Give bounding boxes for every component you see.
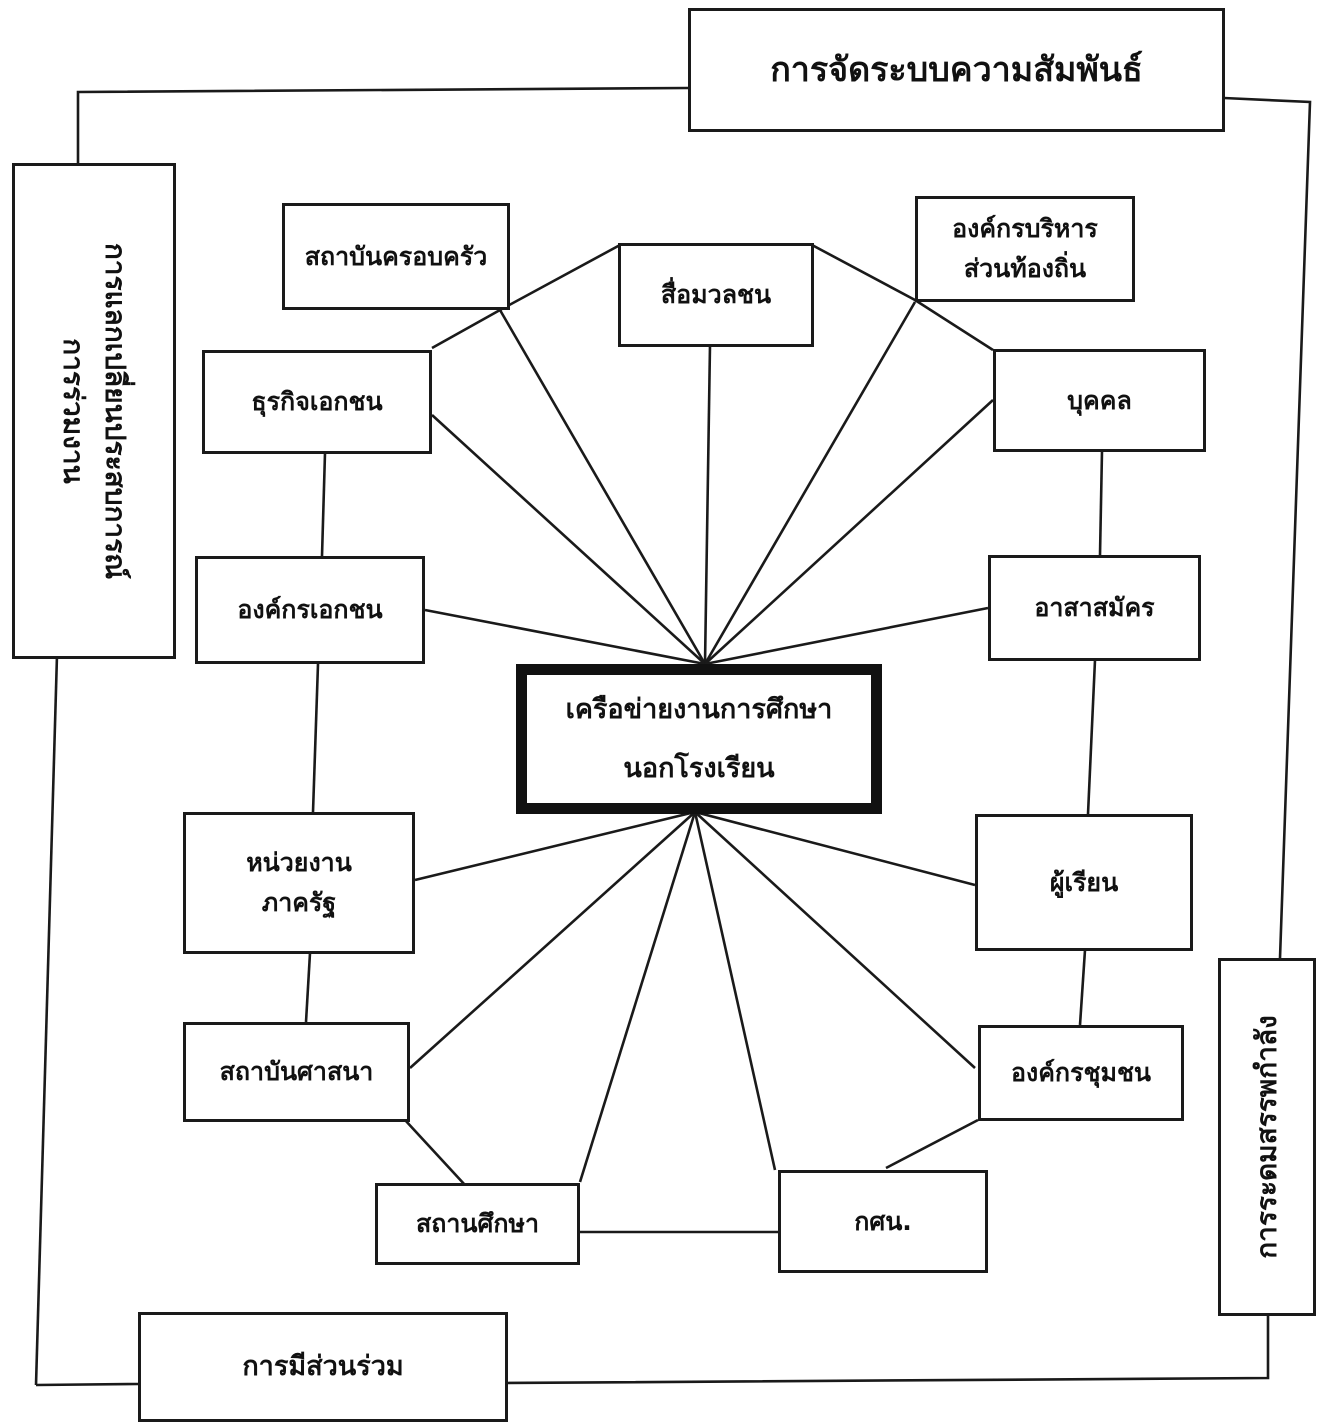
node-individual: บุคคล <box>993 349 1206 452</box>
ring-left-4 <box>404 1119 466 1186</box>
node-school: สถานศึกษา <box>375 1183 580 1265</box>
node-mass-media-label: สื่อมวลชน <box>660 280 772 309</box>
link-center-school <box>578 811 697 1183</box>
ring-left-1 <box>320 452 327 557</box>
ring-right-2 <box>1086 659 1097 815</box>
node-religious-institution: สถาบันศาสนา <box>183 1022 410 1122</box>
node-local-admin: องค์กรบริหาร ส่วนท้องถิ่น <box>915 196 1135 302</box>
node-family-institution-label: สถาบันครอบครัว <box>304 241 488 271</box>
node-local-admin-line1: องค์กรบริหาร <box>952 214 1098 243</box>
link-center-religious <box>409 811 696 1069</box>
node-nfe-office: กศน. <box>778 1170 988 1273</box>
node-learner-label: ผู้เรียน <box>1049 867 1119 897</box>
frame-line-bottom-left <box>35 1382 139 1387</box>
node-volunteer-label: อาสาสมัคร <box>1034 593 1155 622</box>
frame-label-left-text: การแลกเปลี่ยนประสบการณ์ การร่วมงาน <box>52 243 136 579</box>
frame-label-top-text: การจัดระบบความสัมพันธ์ <box>770 49 1143 90</box>
ring-right-4 <box>885 1118 979 1170</box>
center-hub-line2: นอกโรงเรียน <box>623 753 775 784</box>
link-volunteer-center <box>704 606 989 666</box>
node-private-org: องค์กรเอกชน <box>195 556 425 664</box>
frame-line-bottom-right <box>505 1312 1270 1385</box>
ring-right-1 <box>1098 450 1104 556</box>
link-family-center <box>498 309 707 665</box>
link-privateorg-center <box>424 608 706 666</box>
node-community-org: องค์กรชุมชน <box>978 1025 1184 1121</box>
frame-label-bottom: การมีส่วนร่วม <box>138 1312 508 1422</box>
frame-label-right-line1: การระดมสรรพกำลัง <box>1250 1015 1284 1259</box>
link-individual-center <box>704 399 994 665</box>
node-private-org-label: องค์กรเอกชน <box>237 595 383 624</box>
node-individual-label: บุคคล <box>1067 385 1132 415</box>
frame-label-top: การจัดระบบความสัมพันธ์ <box>688 8 1225 132</box>
frame-line-top-right <box>1223 96 1312 959</box>
frame-label-left-line2: การร่วมงาน <box>57 338 91 484</box>
center-hub: เครือข่ายงานการศึกษา นอกโรงเรียน <box>516 664 882 814</box>
frame-label-right-text: การระดมสรรพกำลัง <box>1246 1015 1288 1259</box>
ring-left-2 <box>311 663 320 813</box>
node-gov-agency: หน่วยงาน ภาครัฐ <box>183 812 415 954</box>
node-religious-institution-label: สถาบันศาสนา <box>219 1057 374 1086</box>
ring-right-3 <box>1078 949 1087 1026</box>
link-business-center <box>431 414 706 665</box>
node-mass-media: สื่อมวลชน <box>618 243 814 347</box>
frame-label-left-line1: การแลกเปลี่ยนประสบการณ์ <box>99 242 133 580</box>
frame-label-left: การแลกเปลี่ยนประสบการณ์ การร่วมงาน <box>12 163 176 659</box>
frame-label-bottom-text: การมีส่วนร่วม <box>242 1351 404 1383</box>
link-localadmin-center <box>703 301 917 665</box>
node-school-label: สถานศึกษา <box>415 1209 540 1238</box>
node-family-institution: สถาบันครอบครัว <box>282 203 510 310</box>
frame-label-right: การระดมสรรพกำลัง <box>1218 958 1316 1316</box>
node-volunteer: อาสาสมัคร <box>988 555 1201 661</box>
frame-line-top-left <box>76 86 689 165</box>
node-community-org-label: องค์กรชุมชน <box>1010 1058 1151 1087</box>
node-local-admin-line2: ส่วนท้องถิ่น <box>963 254 1087 283</box>
node-private-business: ธุรกิจเอกชน <box>202 350 432 454</box>
link-center-community <box>694 811 976 1069</box>
node-gov-agency-line2: ภาครัฐ <box>261 888 337 917</box>
link-center-govagency <box>414 810 696 882</box>
ring-top-left <box>431 243 621 350</box>
ring-left-3 <box>304 952 312 1023</box>
node-gov-agency-line1: หน่วยงาน <box>246 848 352 877</box>
node-learner: ผู้เรียน <box>975 814 1193 951</box>
link-center-nfe <box>693 811 777 1171</box>
frame-line-left <box>34 654 59 1386</box>
link-center-learner <box>694 810 976 887</box>
node-private-business-label: ธุรกิจเอกชน <box>251 387 383 416</box>
node-nfe-office-label: กศน. <box>854 1206 912 1236</box>
link-media-center <box>703 344 712 665</box>
center-hub-line1: เครือข่ายงานการศึกษา <box>565 693 833 725</box>
